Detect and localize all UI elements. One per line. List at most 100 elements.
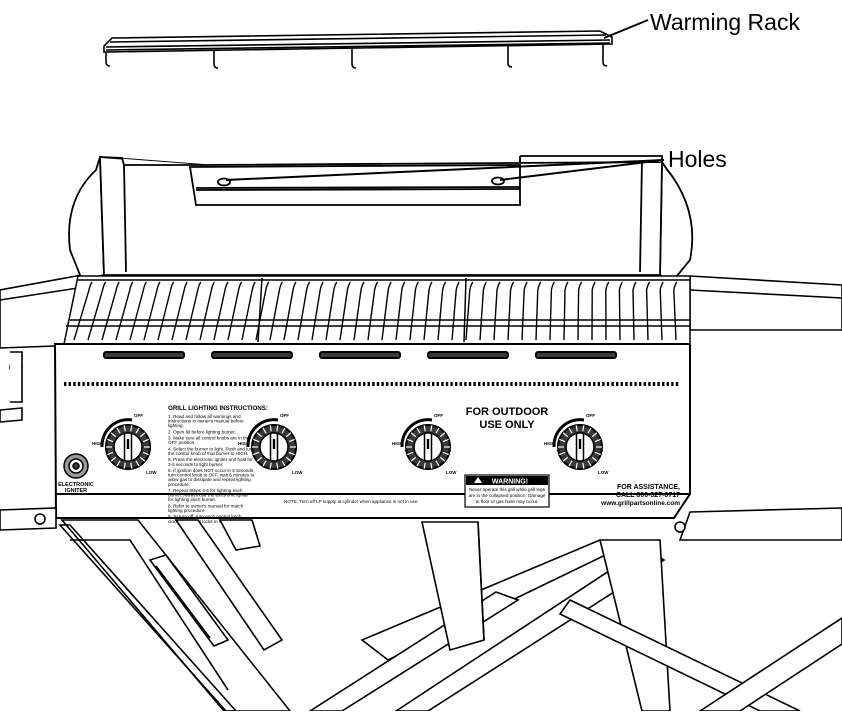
vent-dot [491, 382, 495, 386]
instruction-line: procedure. [168, 482, 190, 487]
vent-dot [252, 382, 255, 386]
knob-grip [107, 438, 114, 443]
grate-bar [213, 281, 229, 341]
vent-dot [340, 382, 343, 386]
knob-grip [439, 432, 446, 438]
vent-dot [496, 382, 499, 386]
vent-dot [418, 382, 421, 386]
vent-dot [160, 382, 163, 386]
assistance-line-2: CALL 800-527-0717 [616, 492, 680, 499]
knob-grip [276, 462, 279, 469]
knob-grip [139, 456, 146, 462]
vent-dot [220, 382, 223, 386]
knob-high-label: HIGH [238, 441, 249, 446]
knob-grip [281, 460, 286, 467]
instruction-line: 4. Select the burner to light. Push and … [168, 446, 255, 451]
grate-bar [563, 281, 569, 341]
knob-arc [246, 418, 279, 448]
knob-grip [116, 427, 121, 434]
grate-bar [143, 281, 161, 341]
knob-low-label: LOW [598, 470, 609, 475]
vent-dot [179, 382, 182, 386]
vent-dot [464, 382, 467, 386]
knob-grip [423, 425, 426, 432]
knob-grip [435, 427, 440, 434]
vent-dot [441, 382, 444, 386]
instructions-list: 1. Read and follow all warnings andinstr… [168, 414, 255, 524]
knob-grip [107, 451, 114, 456]
vent-dot [257, 382, 260, 386]
control-knob-2[interactable]: OFF HIGH LOW [238, 413, 303, 475]
instruction-line: OFF position. [168, 440, 196, 445]
knob-grip [582, 425, 585, 432]
vent-dot [77, 382, 81, 386]
knob-grip [430, 425, 433, 432]
grate-bar [325, 281, 338, 341]
instructions-title: GRILL LIGHTING INSTRUCTIONS: [168, 405, 268, 412]
holes-leaders [225, 159, 665, 181]
grate-bar [255, 281, 270, 341]
knob-grip [135, 427, 140, 434]
vent-dot [390, 382, 393, 386]
vent-dot [192, 382, 196, 386]
electronic-igniter[interactable] [63, 453, 89, 479]
vent-dot [372, 382, 375, 386]
vent-dot [326, 382, 329, 386]
vent-dot [537, 382, 541, 386]
knob-grip [562, 456, 569, 462]
vent-dot [156, 382, 159, 386]
instruction-line: clockwise until it locks in OFF position… [168, 519, 246, 524]
knob-grip [135, 460, 140, 467]
knob-grip [123, 462, 126, 469]
vent-dot [197, 382, 200, 386]
vent-dot [381, 382, 384, 386]
knob-arc [400, 418, 433, 448]
vent-dot [514, 382, 518, 386]
knob-grip [253, 438, 260, 443]
vent-dot [280, 382, 283, 386]
grate-bar [311, 281, 324, 341]
grate-bar [451, 281, 460, 341]
knob-grip [594, 438, 601, 443]
knob-grip [407, 438, 414, 443]
vent-dot [344, 382, 347, 386]
vent-dot [96, 382, 99, 386]
grate-bar [199, 281, 215, 341]
knob-grip [262, 427, 267, 434]
warning-text-1: Never operate this grill while grill leg… [469, 487, 546, 492]
grate-bar [353, 281, 365, 341]
side-arm-right [689, 275, 842, 331]
knob-high-label: HIGH [392, 441, 403, 446]
vent-dot [386, 382, 389, 386]
knob-low-label: LOW [292, 470, 303, 475]
vent-dot [620, 382, 623, 386]
knob-grip [587, 427, 592, 434]
instruction-line: 9. To turn off, turn each control knob [168, 514, 242, 519]
grate-bar [632, 281, 637, 341]
vent-dots [64, 382, 679, 386]
vent-dot [501, 382, 504, 386]
vent-dot [82, 382, 85, 386]
knob-grip [269, 462, 272, 469]
vent-dot [533, 382, 536, 386]
instruction-line: 8. Refer to owner's manual for match [168, 503, 244, 508]
vent-dot [551, 382, 554, 386]
vent-dot [165, 382, 168, 386]
holes-label: Holes [668, 146, 727, 172]
outdoor-line-2: USE ONLY [479, 419, 535, 431]
warming-rack-label: Warming Rack [650, 9, 800, 35]
knob-grip [123, 425, 126, 432]
vent-dot [110, 382, 113, 386]
knob-grip [575, 462, 578, 469]
knob-grip [130, 425, 133, 432]
vent-dot [367, 382, 370, 386]
grate-bar [535, 281, 542, 341]
knob-grip [416, 427, 421, 434]
knob-off-label: OFF [280, 413, 289, 418]
vent-dot [399, 382, 403, 386]
vent-dot [294, 382, 297, 386]
